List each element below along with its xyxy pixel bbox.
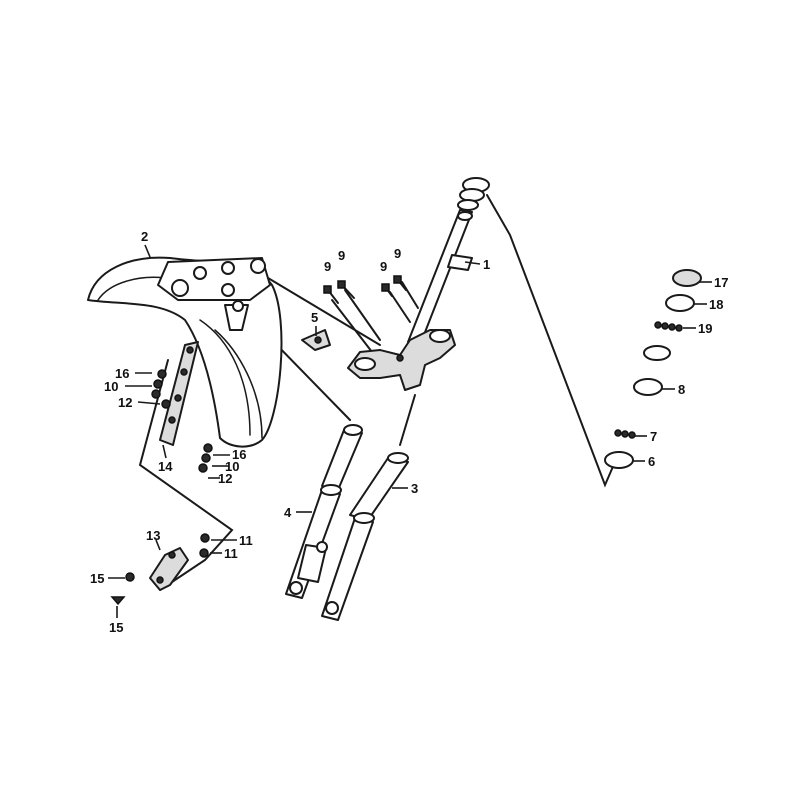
bolts-9 — [323, 275, 407, 304]
steering-bearing-set — [604, 269, 702, 469]
ball-race-lower — [614, 429, 636, 439]
lower-bracket — [110, 533, 210, 606]
callout-9-a: 9 — [324, 259, 331, 274]
callout-10-b: 10 — [225, 459, 239, 474]
callout-15-b: 15 — [109, 620, 123, 635]
callout-13: 13 — [146, 528, 160, 543]
assembly-guide-lines — [138, 194, 619, 591]
callout-9-b: 9 — [338, 248, 345, 263]
fender-hardware-right — [198, 443, 213, 473]
callout-18: 18 — [709, 297, 723, 312]
callout-6: 6 — [648, 454, 655, 469]
callout-7: 7 — [650, 429, 657, 444]
callout-9-c: 9 — [380, 259, 387, 274]
callout-11-b: 11 — [224, 546, 238, 561]
left-fork-leg — [285, 424, 363, 599]
callout-8: 8 — [678, 382, 685, 397]
callout-16-b: 16 — [232, 447, 246, 462]
callout-17: 17 — [714, 275, 728, 290]
callout-11-a: 11 — [239, 533, 253, 548]
callout-16-a: 16 — [115, 366, 129, 381]
cable-guide-clip — [301, 329, 331, 351]
callout-2: 2 — [141, 229, 148, 244]
callout-19: 19 — [698, 321, 712, 336]
leader-lines — [108, 244, 712, 618]
callout-3: 3 — [411, 481, 418, 496]
callout-15-a: 15 — [90, 571, 104, 586]
ball-race-upper — [654, 321, 683, 332]
steering-stem — [347, 177, 490, 391]
front-fender — [87, 256, 283, 448]
callout-12-a: 12 — [118, 395, 132, 410]
callout-5: 5 — [311, 310, 318, 325]
callout-12-b: 12 — [218, 471, 232, 486]
callout-10-a: 10 — [104, 379, 118, 394]
callout-14: 14 — [158, 459, 173, 474]
callout-1: 1 — [483, 257, 490, 272]
fender-hardware-left — [151, 369, 171, 409]
callout-9-d: 9 — [394, 246, 401, 261]
callout-4: 4 — [284, 505, 292, 520]
callout-labels: 1 2 3 4 5 6 7 8 9 9 9 9 10 10 11 11 12 1… — [90, 229, 728, 635]
fender-bracket — [159, 341, 199, 446]
right-fork-leg — [321, 452, 409, 621]
